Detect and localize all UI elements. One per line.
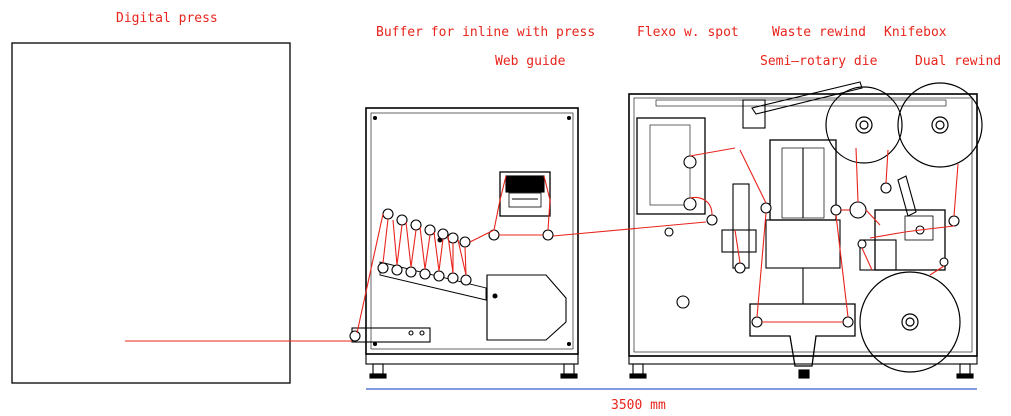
dual-rewind-upper-reel — [897, 82, 983, 168]
dual-rewind-lower-reel — [859, 271, 961, 373]
main-press-unit — [628, 81, 978, 379]
label-buffer: Buffer for inline with press — [376, 25, 595, 40]
label-waste-rewind: Waste rewind — [772, 25, 866, 40]
label-flexo: Flexo w. spot — [637, 25, 739, 40]
digital-press-box — [11, 42, 291, 384]
label-semi-rotary-die: Semi—rotary die — [760, 54, 878, 69]
dimension-label: 3500 mm — [611, 398, 666, 413]
web-path — [125, 147, 959, 342]
label-web-guide: Web guide — [495, 54, 566, 69]
waste-rewind-reel — [825, 86, 903, 164]
buffer-guide-rollers — [349, 229, 554, 342]
label-digital-press: Digital press — [116, 11, 218, 26]
buffer-rollers-top — [382, 208, 471, 248]
press-rollers — [664, 155, 960, 328]
label-knifebox: Knifebox — [884, 25, 947, 40]
label-dual-rewind: Dual rewind — [915, 54, 1001, 69]
